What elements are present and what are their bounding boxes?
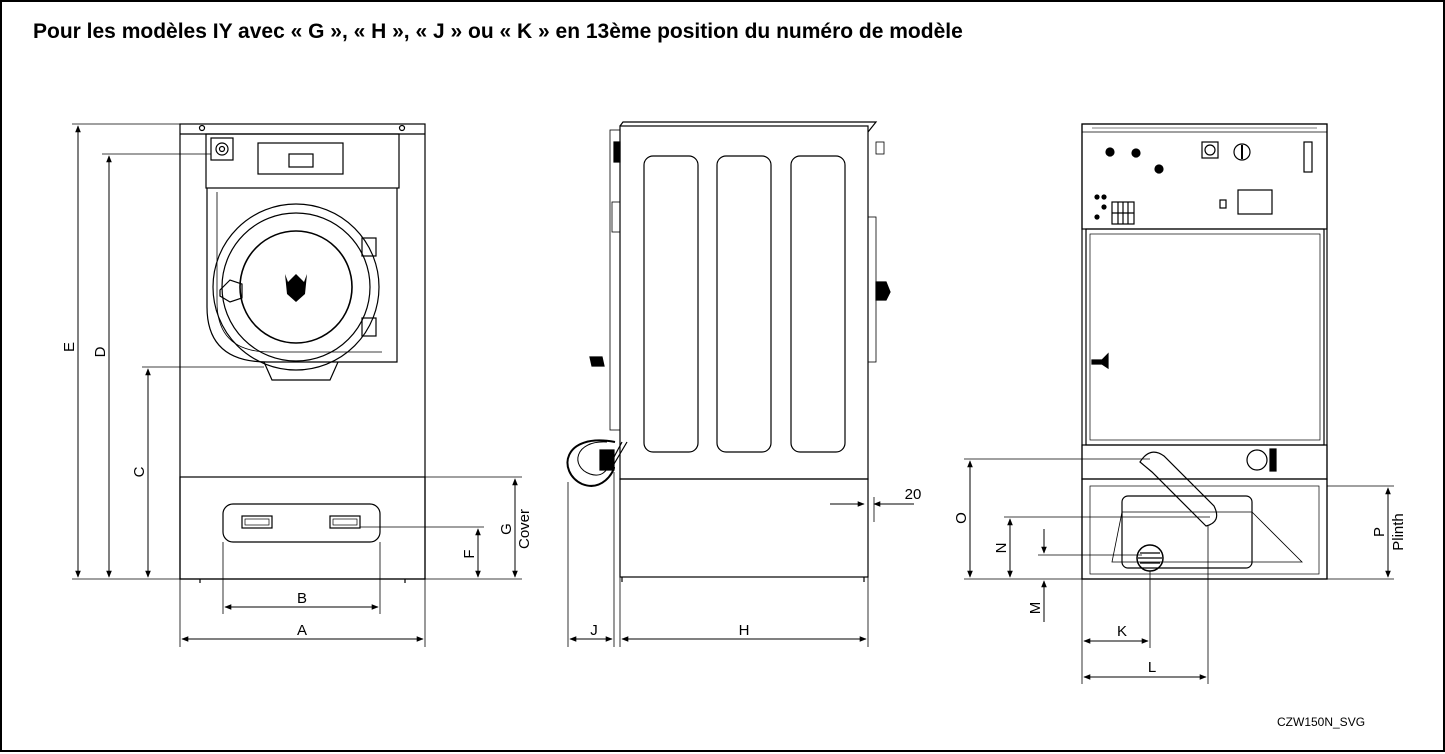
- dim-label-m: M: [1027, 602, 1044, 615]
- side-panel-left: [643, 155, 699, 453]
- drawing-code: CZW150N_SVG: [1277, 715, 1365, 729]
- side-knob-icon: [875, 281, 891, 301]
- rear-handle-icon: [1303, 141, 1313, 173]
- dim-label-f: F: [461, 549, 478, 558]
- dim-label-d: D: [92, 346, 109, 357]
- dim-label-h: H: [739, 622, 750, 639]
- water-valve-icon: [589, 356, 605, 367]
- side-panel-middle: [716, 155, 772, 453]
- rear-connector-icon: [1201, 141, 1219, 159]
- rear-switch-icon: [1233, 143, 1251, 161]
- dim-label-cover: Cover: [516, 509, 533, 549]
- dim-label-o: O: [953, 512, 970, 524]
- front-dimension-labels: E D C G Cover F B A: [61, 342, 533, 639]
- drain-hose-icon: [566, 439, 616, 487]
- plinth-cover-panel: [222, 503, 381, 543]
- side-dimensions: [567, 472, 914, 647]
- brand-logo-icon: [285, 274, 307, 302]
- dim-label-j: J: [590, 622, 598, 639]
- rear-dimension-labels: O N M P Plinth K L: [953, 512, 1407, 676]
- side-dimension-labels: J H 20: [590, 486, 921, 639]
- side-panel-right: [790, 155, 846, 453]
- dim-label-20: 20: [905, 486, 922, 503]
- dim-label-a: A: [297, 622, 307, 639]
- dim-label-g: G: [498, 523, 515, 535]
- door-glass-icon: [239, 230, 353, 344]
- vent-slot-right: [329, 515, 361, 529]
- coin-box-icon: [210, 137, 234, 161]
- dim-label-b: B: [297, 590, 307, 607]
- display-icon: [288, 153, 314, 168]
- rear-drain-icon: [1246, 449, 1268, 471]
- door-outer-icon: [212, 203, 380, 371]
- page-title: Pour les modèles IY avec « G », « H », «…: [33, 20, 963, 43]
- dim-label-l: L: [1148, 659, 1156, 676]
- rear-label-plate: [1237, 189, 1273, 215]
- dim-label-p: P: [1371, 527, 1388, 537]
- dim-label-e: E: [61, 342, 78, 352]
- front-dimensions: [72, 123, 522, 647]
- front-view: [179, 123, 426, 583]
- rear-drain-pipe: [1139, 451, 1218, 527]
- rear-dimensions: [964, 458, 1394, 684]
- side-view: [566, 121, 891, 582]
- dim-label-c: C: [131, 466, 148, 477]
- door-handle-icon: [219, 279, 243, 303]
- rear-view: [1081, 123, 1328, 580]
- dim-label-n: N: [993, 543, 1010, 554]
- dim-label-plinth: Plinth: [1390, 513, 1407, 551]
- rear-valve-icon: [1091, 352, 1109, 370]
- vent-slot-left: [241, 515, 273, 529]
- dim-label-k: K: [1117, 623, 1127, 640]
